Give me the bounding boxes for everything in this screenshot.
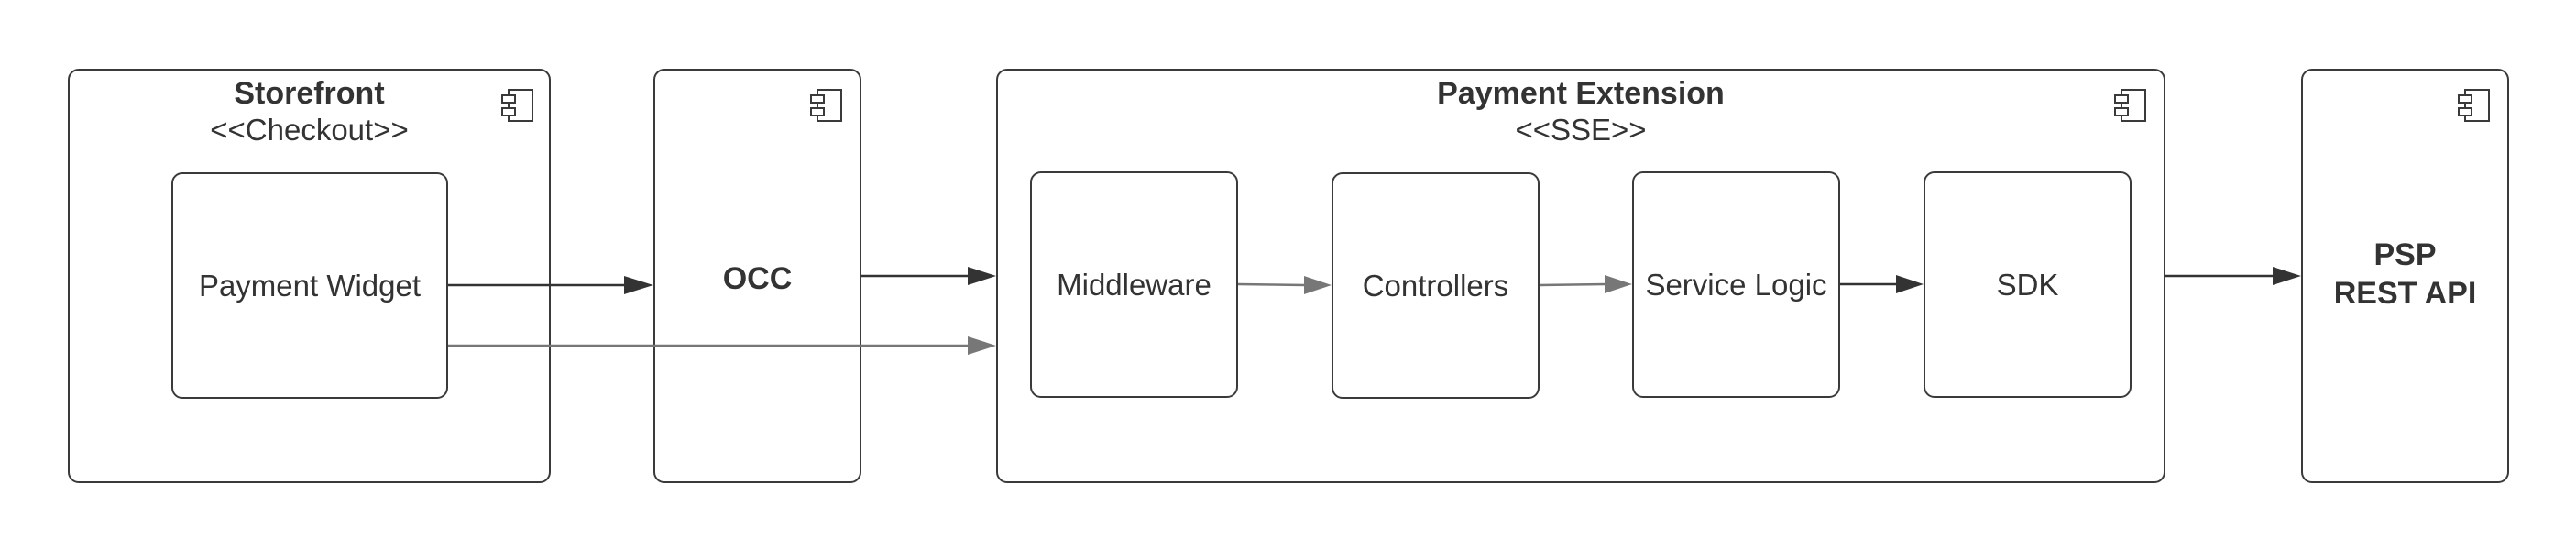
service-logic-component[interactable]: Service Logic: [1632, 171, 1840, 398]
psp-component[interactable]: PSP REST API: [2301, 69, 2509, 483]
payment-extension-title: Payment Extension: [1437, 76, 1725, 111]
storefront-stereotype: <<Checkout>>: [210, 113, 409, 147]
arrow-widget-to-occ: [448, 276, 653, 294]
component-icon: [810, 89, 842, 122]
occ-title: OCC: [722, 261, 793, 296]
payment-widget-component[interactable]: Payment Widget: [171, 172, 448, 399]
arrow-occ-to-extension: [861, 267, 996, 285]
sdk-label: SDK: [1996, 267, 2059, 302]
storefront-component[interactable]: Storefront <<Checkout>>: [68, 69, 551, 483]
arrow-controllers-to-service-logic: [1539, 275, 1632, 293]
component-icon: [2458, 89, 2490, 122]
arrow-extension-to-psp: [2165, 267, 2301, 285]
psp-title-line2: REST API: [2333, 276, 2477, 311]
service-logic-label: Service Logic: [1645, 267, 1827, 302]
middleware-label: Middleware: [1057, 267, 1211, 302]
psp-title-line1: PSP: [2373, 237, 2437, 272]
middleware-component[interactable]: Middleware: [1030, 171, 1238, 398]
storefront-title: Storefront: [234, 76, 385, 111]
payment-extension-stereotype: <<SSE>>: [1515, 113, 1647, 147]
controllers-label: Controllers: [1362, 268, 1509, 302]
sdk-component[interactable]: SDK: [1924, 171, 2132, 398]
occ-component[interactable]: OCC: [653, 69, 861, 483]
component-icon: [501, 89, 533, 122]
component-icon: [2114, 89, 2146, 122]
arrow-service-logic-to-sdk: [1840, 275, 1924, 293]
controllers-component[interactable]: Controllers: [1332, 172, 1540, 399]
payment-widget-label: Payment Widget: [198, 268, 422, 302]
arrow-widget-to-extension: [448, 336, 996, 355]
psp-title: PSP REST API: [2303, 236, 2507, 313]
arrow-middleware-to-controllers: [1237, 276, 1332, 294]
